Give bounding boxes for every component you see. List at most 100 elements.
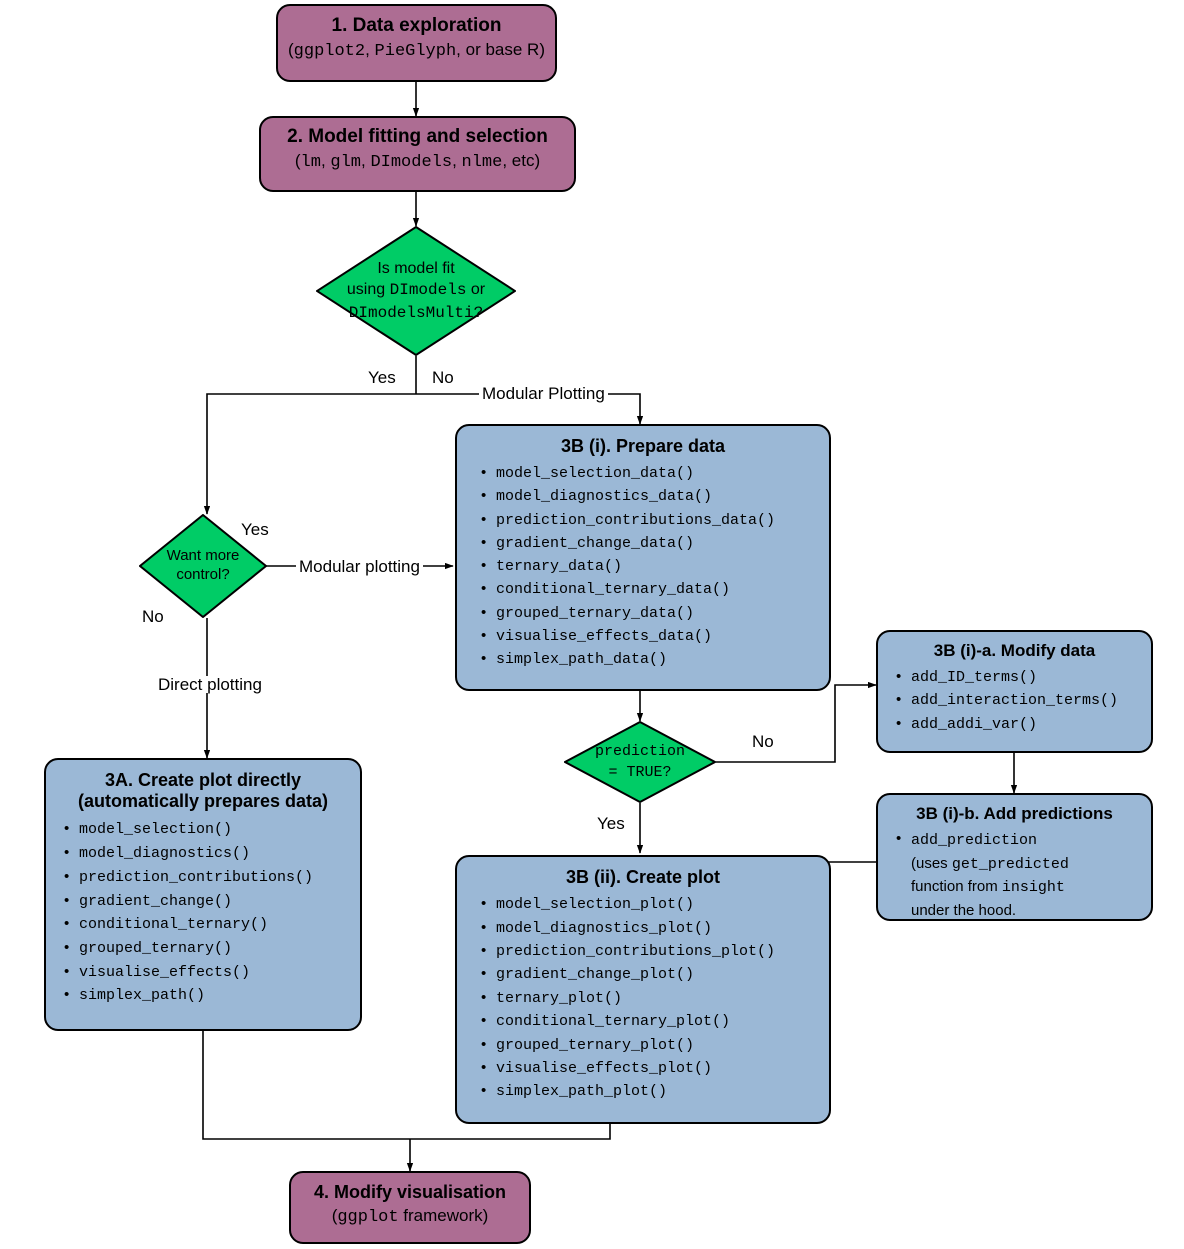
list-item: ternary_data() bbox=[479, 554, 819, 578]
node-step-3b-i-prepare-data[interactable]: 3B (i). Prepare data model_selection_dat… bbox=[455, 424, 831, 691]
node-step-3b-i-b-add-predictions[interactable]: 3B (i)-b. Add predictions add_prediction… bbox=[876, 793, 1153, 921]
list-item: model_selection_data() bbox=[479, 461, 819, 485]
step2-sep-2: , bbox=[361, 151, 371, 171]
step2-title: 2. Model fitting and selection bbox=[287, 126, 548, 147]
step3a-title-line1: 3A. Create plot directly bbox=[104, 770, 302, 790]
step2-pkg-dimodels: DImodels bbox=[370, 153, 453, 173]
step3a-title-line2: (automatically prepares data) bbox=[77, 791, 329, 812]
step4-pkg-ggplot: ggplot bbox=[337, 1208, 399, 1228]
list-item: gradient_change_data() bbox=[479, 531, 819, 555]
decision-control-line2: control? bbox=[176, 566, 230, 583]
step2-sep-1: , bbox=[320, 151, 331, 171]
addpred-get-predicted: get_predicted bbox=[951, 855, 1069, 873]
node-step-1-data-exploration[interactable]: 1. Data exploration (ggplot2, PieGlyph, … bbox=[276, 4, 557, 82]
list-item: conditional_ternary_plot() bbox=[479, 1009, 819, 1033]
addpred-pkg-insight: insight bbox=[1001, 879, 1065, 897]
step3a-function-list: model_selection() model_diagnostics() pr… bbox=[62, 817, 352, 1008]
list-item: add_prediction (uses get_predicted funct… bbox=[894, 828, 1143, 922]
edge-prediction-no-modify bbox=[716, 681, 877, 763]
step2-pkg-lm: lm bbox=[300, 153, 321, 173]
decision-model-fit-pkg-dimodelsmulti: DImodelsMulti bbox=[348, 303, 474, 322]
step4-subtitle-open: ( bbox=[331, 1206, 338, 1226]
list-item: simplex_path() bbox=[62, 983, 352, 1008]
decision-is-model-fit-dimodels[interactable]: Is model fit using DImodels or DImodelsM… bbox=[316, 226, 516, 356]
node-step-3b-i-a-modify-data[interactable]: 3B (i)-a. Modify data add_ID_terms() add… bbox=[876, 630, 1153, 753]
edge-label-no-prediction: No bbox=[752, 732, 774, 751]
list-item: grouped_ternary_data() bbox=[479, 601, 819, 625]
decision-model-fit-line2: using DImodels or bbox=[347, 279, 485, 301]
node-step-4-modify-visualisation[interactable]: 4. Modify visualisation (ggplot framewor… bbox=[289, 1171, 531, 1244]
list-item: add_addi_var() bbox=[894, 712, 1143, 736]
decision-prediction-line1: prediction bbox=[594, 743, 685, 760]
step2-subtitle: (lm, glm, DImodels, nlme, etc) bbox=[269, 151, 566, 173]
edge-yes-to-control bbox=[203, 393, 416, 515]
list-item: conditional_ternary() bbox=[62, 912, 352, 937]
edge-label-direct-plotting: Direct plotting bbox=[158, 675, 262, 694]
step1-sep-2: , or base R) bbox=[456, 40, 545, 60]
decision-model-fit-or: or bbox=[466, 281, 486, 299]
decision-model-fit-line1: Is model fit bbox=[377, 260, 455, 278]
decision-prediction-diamond-shape bbox=[564, 721, 716, 803]
addpred-fn-name: add_prediction bbox=[911, 832, 1038, 850]
list-item: visualise_effects() bbox=[62, 960, 352, 985]
decision-want-more-control[interactable]: Want more control? bbox=[139, 514, 267, 618]
decision-model-fit-pkg-dimodels: DImodels bbox=[389, 281, 467, 300]
list-item: model_selection_plot() bbox=[479, 892, 819, 916]
decision-want-more-control-label: Want more control? bbox=[139, 514, 267, 618]
list-item: model_diagnostics_data() bbox=[479, 484, 819, 508]
list-item: conditional_ternary_data() bbox=[479, 577, 819, 601]
node-step-3b-ii-create-plot[interactable]: 3B (ii). Create plot model_selection_plo… bbox=[455, 855, 831, 1124]
edge-label-modular-plotting-top: Modular Plotting bbox=[479, 385, 608, 402]
step1-pkg-ggplot2: ggplot2 bbox=[293, 42, 366, 62]
step3b-i-b-title: 3B (i)-b. Add predictions bbox=[916, 804, 1113, 823]
step4-title: 4. Modify visualisation bbox=[313, 1182, 507, 1202]
step2-sep-3: , bbox=[452, 151, 462, 171]
node-step-3a-create-plot-directly[interactable]: 3A. Create plot directly (automatically … bbox=[44, 758, 362, 1031]
list-item: gradient_change() bbox=[62, 889, 352, 914]
edge-label-no-more-control: No bbox=[142, 607, 164, 626]
list-item: model_selection() bbox=[62, 817, 352, 842]
list-item: add_ID_terms() bbox=[894, 665, 1143, 689]
step2-pkg-nlme: nlme bbox=[461, 153, 503, 173]
decision-prediction-true[interactable]: prediction = TRUE? bbox=[564, 721, 716, 803]
step2-pkg-glm: glm bbox=[330, 153, 361, 173]
step3b-ii-title: 3B (ii). Create plot bbox=[565, 867, 721, 887]
step1-sep-1: , bbox=[365, 40, 375, 60]
edge-3a-to-bottom-bus bbox=[202, 1031, 410, 1140]
list-item: simplex_path_data() bbox=[479, 647, 819, 671]
step3b-ii-function-list: model_selection_plot() model_diagnostics… bbox=[479, 892, 819, 1104]
step3b-i-function-list: model_selection_data() model_diagnostics… bbox=[479, 461, 819, 671]
list-item: prediction_contributions_data() bbox=[479, 508, 819, 532]
list-item: visualise_effects_data() bbox=[479, 624, 819, 648]
edge-label-yes-model-fit: Yes bbox=[368, 368, 396, 387]
list-item: prediction_contributions_plot() bbox=[479, 939, 819, 963]
decision-model-fit-using: using bbox=[346, 281, 390, 299]
edge-label-yes-prediction: Yes bbox=[597, 814, 625, 833]
list-item: model_diagnostics() bbox=[62, 841, 352, 866]
step1-pkg-pieglyph: PieGlyph bbox=[374, 42, 457, 62]
decision-model-fit-qmark: ? bbox=[473, 303, 484, 322]
step3b-i-b-description-list: add_prediction (uses get_predicted funct… bbox=[894, 828, 1143, 922]
step1-subtitle-open: ( bbox=[288, 40, 294, 60]
decision-prediction-line2: = TRUE? bbox=[608, 764, 672, 781]
list-item: grouped_ternary_plot() bbox=[479, 1033, 819, 1057]
list-item: model_diagnostics_plot() bbox=[479, 916, 819, 940]
list-item: simplex_path_plot() bbox=[479, 1079, 819, 1103]
list-item: ternary_plot() bbox=[479, 986, 819, 1010]
edge-label-yes-more-control: Yes bbox=[241, 520, 269, 539]
node-step-2-model-fitting[interactable]: 2. Model fitting and selection (lm, glm,… bbox=[259, 116, 576, 192]
step2-subtitle-open: ( bbox=[294, 151, 301, 171]
edge-3bii-to-bottom-bus bbox=[410, 1124, 611, 1140]
addpred-uses: (uses bbox=[911, 854, 952, 872]
edge-label-modular-plotting-side: Modular plotting bbox=[296, 558, 423, 575]
decision-prediction-label: prediction = TRUE? bbox=[564, 721, 716, 803]
step4-subtitle: (ggplot framework) bbox=[299, 1206, 521, 1228]
step1-title: 1. Data exploration bbox=[331, 15, 502, 36]
step3b-i-a-title: 3B (i)-a. Modify data bbox=[933, 641, 1096, 660]
decision-diamond-shape bbox=[316, 226, 516, 356]
step3b-i-a-function-list: add_ID_terms() add_interaction_terms() a… bbox=[894, 665, 1143, 736]
edge-label-no-model-fit: No bbox=[432, 368, 454, 387]
step2-sep-4: , etc) bbox=[502, 151, 541, 171]
list-item: prediction_contributions() bbox=[62, 865, 352, 890]
step1-subtitle: (ggplot2, PieGlyph, or base R) bbox=[286, 40, 547, 62]
